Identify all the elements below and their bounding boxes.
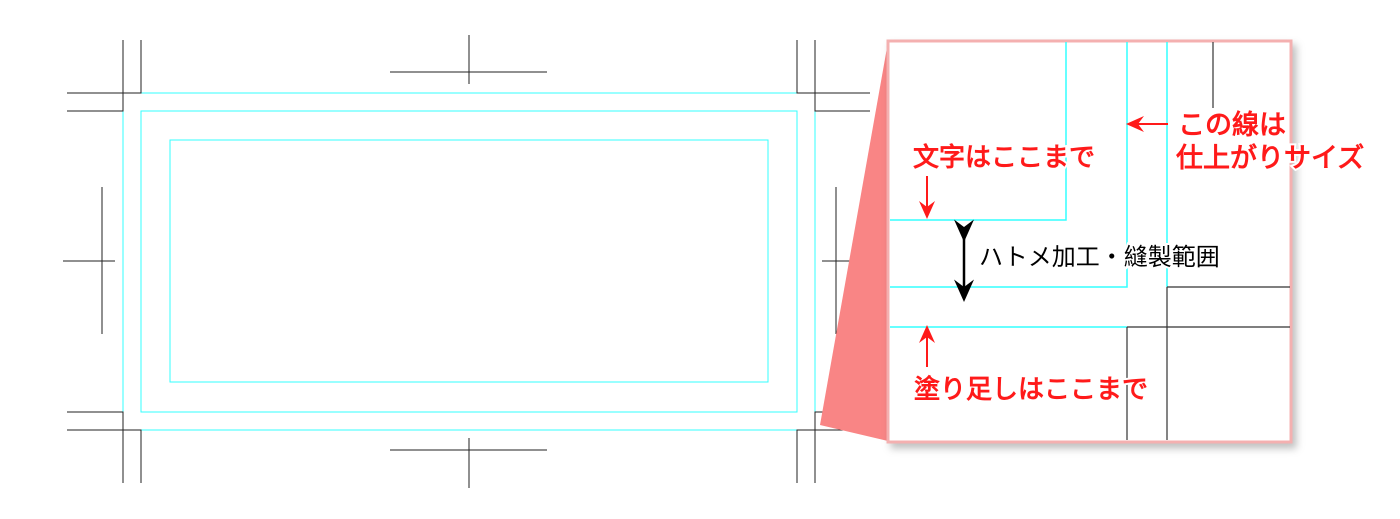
- zoom-panel: 文字はここまで この線は 仕上がりサイズ ハトメ加工・縫製範囲 塗り足しはここま…: [886, 39, 1366, 444]
- text-limit-label: 文字はここまで: [913, 142, 1095, 173]
- eyelet-sewing-area-label: ハトメ加工・縫製範囲: [979, 243, 1220, 271]
- trim-size-label-line2: 仕上がりサイズ: [1175, 142, 1364, 174]
- bleed-limit-label: 塗り足しはここまで: [914, 374, 1148, 405]
- text-safe-line: [169, 139, 769, 383]
- trim-size-label-line1: この線は: [1178, 109, 1286, 141]
- zoom-wedge: [820, 42, 888, 441]
- crop-marks: [63, 35, 875, 488]
- trim-line: [140, 110, 798, 413]
- bleed-line: [122, 92, 816, 431]
